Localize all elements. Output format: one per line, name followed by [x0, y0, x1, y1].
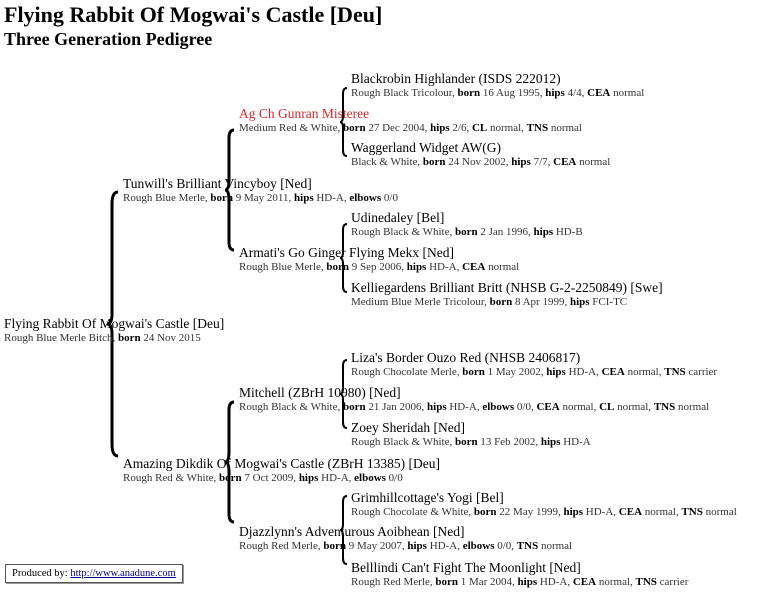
dog-name: Grimhillcottage's Yogi [Bel]	[351, 490, 504, 505]
ss-dam: Waggerland Widget AW(G) Black & White, b…	[351, 140, 610, 169]
dog-info: Rough Black & White, born 2 Jan 1996, hi…	[351, 226, 583, 238]
dog-info: Rough Blue Merle, born 9 Sep 2006, hips …	[239, 261, 520, 273]
brace-dam	[224, 400, 235, 524]
sire-sire: Ag Ch Gunran Misteree Medium Red & White…	[239, 106, 582, 135]
dog-info: Rough Black Tricolour, born 16 Aug 1995,…	[351, 87, 645, 99]
dog-name: Kelliegardens Brilliant Britt (NHSB G-2-…	[351, 280, 663, 295]
dog-name: Armati's Go Ginger Flying Mekx [Ned]	[239, 245, 455, 260]
dog-name: Liza's Border Ouzo Red (NHSB 2406817)	[351, 350, 581, 365]
produced-by-label: Produced by:	[12, 568, 68, 579]
dog-name: Belllindi Can't Fight The Moonlight [Ned…	[351, 560, 581, 575]
sd-dam: Kelliegardens Brilliant Britt (NHSB G-2-…	[351, 280, 663, 309]
produced-by-link[interactable]: http://www.anadune.com	[70, 568, 176, 579]
produced-by-box: Produced by: http://www.anadune.com	[5, 564, 183, 583]
dog-name: Zoey Sheridah [Ned]	[351, 420, 465, 435]
dog-info: Rough Blue Merle, born 9 May 2011, hips …	[123, 192, 398, 204]
brace-sire-sire	[339, 87, 348, 157]
ds-dam: Zoey Sheridah [Ned] Rough Black & White,…	[351, 420, 591, 449]
subject-dog: Flying Rabbit Of Mogwai's Castle [Deu] R…	[4, 316, 224, 345]
sd-sire: Udinedaley [Bel] Rough Black & White, bo…	[351, 210, 583, 239]
dog-name: Blackrobin Highlander (ISDS 222012)	[351, 71, 561, 86]
dog-name: Amazing Dikdik Of Mogwai's Castle (ZBrH …	[123, 456, 440, 471]
dam: Amazing Dikdik Of Mogwai's Castle (ZBrH …	[123, 456, 440, 485]
dog-info: Rough Chocolate Merle, born 1 May 2002, …	[351, 366, 718, 378]
dog-info: Rough Chocolate & White, born 22 May 199…	[351, 506, 737, 518]
sire: Tunwill's Brilliant Vincyboy [Ned] Rough…	[123, 176, 398, 205]
sire-dam: Armati's Go Ginger Flying Mekx [Ned] Rou…	[239, 245, 519, 274]
dog-info: Rough Black & White, born 13 Feb 2002, h…	[351, 436, 591, 448]
ss-sire: Blackrobin Highlander (ISDS 222012) Roug…	[351, 71, 644, 100]
dog-info: Rough Blue Merle Bitch, born 24 Nov 2015	[4, 332, 201, 344]
brace-dam-dam	[339, 495, 348, 565]
dog-name: Udinedaley [Bel]	[351, 210, 445, 225]
dog-name: Waggerland Widget AW(G)	[351, 140, 501, 155]
dd-sire: Grimhillcottage's Yogi [Bel] Rough Choco…	[351, 490, 737, 519]
dog-name: Flying Rabbit Of Mogwai's Castle [Deu]	[4, 316, 225, 331]
ds-sire: Liza's Border Ouzo Red (NHSB 2406817) Ro…	[351, 350, 717, 379]
dog-info: Medium Blue Merle Tricolour, born 8 Apr …	[351, 296, 628, 308]
dog-name: Mitchell (ZBrH 10980) [Ned]	[239, 385, 401, 400]
dog-name: Djazzlynn's Adventurous Aoibhean [Ned]	[239, 524, 465, 539]
page-title: Flying Rabbit Of Mogwai's Castle [Deu]	[4, 2, 383, 27]
brace-subject	[106, 190, 119, 458]
dam-sire: Mitchell (ZBrH 10980) [Ned] Rough Black …	[239, 385, 709, 414]
dog-info: Rough Red Merle, born 1 Mar 2004, hips H…	[351, 576, 689, 588]
brace-sire-dam	[339, 223, 348, 293]
dd-dam: Belllindi Can't Fight The Moonlight [Ned…	[351, 560, 688, 589]
dog-name: Ag Ch Gunran Misteree	[239, 106, 370, 121]
brace-sire	[224, 128, 235, 252]
dog-name: Tunwill's Brilliant Vincyboy [Ned]	[123, 176, 312, 191]
dog-info: Rough Red Merle, born 9 May 2007, hips H…	[239, 540, 573, 552]
dog-info: Medium Red & White, born 27 Dec 2004, hi…	[239, 122, 582, 134]
page-subtitle: Three Generation Pedigree	[4, 29, 213, 49]
dog-info: Black & White, born 24 Nov 2002, hips 7/…	[351, 156, 611, 168]
brace-dam-sire	[339, 359, 348, 429]
dog-info: Rough Red & White, born 7 Oct 2009, hips…	[123, 472, 403, 484]
dam-dam: Djazzlynn's Adventurous Aoibhean [Ned] R…	[239, 524, 572, 553]
dog-info: Rough Black & White, born 21 Jan 2006, h…	[239, 401, 710, 413]
